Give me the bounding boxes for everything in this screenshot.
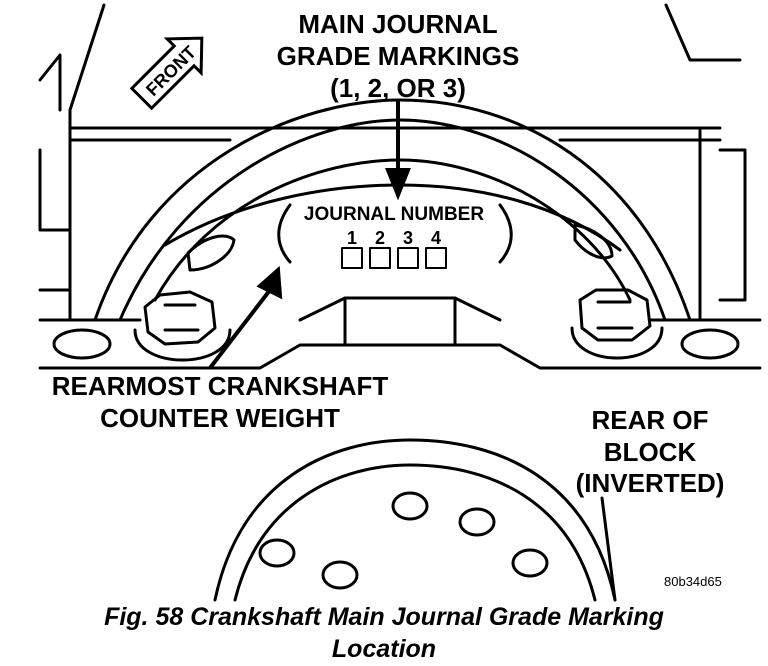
grade-markings-label-line1: MAIN JOURNAL bbox=[298, 9, 498, 39]
grade-box-1 bbox=[341, 247, 363, 269]
front-arrow bbox=[129, 36, 204, 111]
journal-number-label: JOURNAL NUMBER bbox=[303, 204, 485, 225]
flange-hole-5 bbox=[511, 548, 549, 578]
block-right-wall bbox=[664, 3, 742, 62]
counterweight-arrow bbox=[208, 265, 283, 370]
bolt-left-face bbox=[163, 303, 200, 332]
rear-of-block-label-line2: BLOCK bbox=[603, 437, 697, 467]
cap-rail-2 bbox=[38, 343, 762, 370]
bolt-left-head bbox=[143, 290, 217, 346]
counter-weight-label-line1: REARMOST CRANKSHAFT bbox=[51, 371, 389, 401]
journal-number-4: 4 bbox=[430, 228, 441, 248]
bolt-left-flange bbox=[133, 328, 232, 362]
cap-rail-3 bbox=[343, 296, 457, 347]
rear-of-block-label-line1: REAR OF bbox=[591, 405, 709, 435]
flange-hole-3 bbox=[391, 491, 429, 521]
rear-of-block-label-line3: (INVERTED) bbox=[575, 468, 725, 498]
flange-hole-1 bbox=[258, 538, 296, 568]
bolt-hole-right bbox=[573, 223, 614, 260]
bracket-right bbox=[498, 203, 513, 264]
lower-flange-inner bbox=[233, 463, 597, 602]
bolt-right-flange bbox=[570, 326, 664, 360]
rail-hole-left bbox=[52, 328, 112, 360]
lower-flange-outer bbox=[213, 438, 617, 602]
flange-hole-2 bbox=[321, 560, 359, 590]
grade-markings-label-line2: GRADE MARKINGS bbox=[276, 41, 520, 71]
grade-marking-arrow bbox=[385, 100, 411, 201]
block-left-wall bbox=[68, 3, 106, 322]
grade-box-4 bbox=[425, 247, 447, 269]
journal-number-1: 1 bbox=[346, 228, 357, 248]
grade-markings-label-line3: (1, 2, OR 3) bbox=[330, 73, 466, 103]
bolt-right-head bbox=[578, 288, 652, 342]
grade-box-3 bbox=[397, 247, 419, 269]
caption-line2: Location bbox=[331, 635, 437, 663]
rear-leader-line bbox=[600, 496, 617, 602]
block-left-inner bbox=[38, 53, 62, 112]
journal-number-3: 3 bbox=[402, 228, 413, 248]
journal-number-2: 2 bbox=[374, 228, 385, 248]
counter-weight-label-line2: COUNTER WEIGHT bbox=[100, 403, 340, 433]
left-ridge bbox=[38, 148, 72, 232]
bracket-left bbox=[277, 203, 292, 264]
right-ridge bbox=[718, 148, 747, 302]
grade-box-2 bbox=[369, 247, 391, 269]
cap-rail bbox=[38, 296, 762, 322]
caption-line1: Fig. 58 Crankshaft Main Journal Grade Ma… bbox=[104, 603, 664, 631]
bolt-hole-left bbox=[186, 234, 236, 272]
rail-hole-right bbox=[680, 328, 740, 360]
bolt-right-face bbox=[596, 300, 634, 330]
flange-hole-4 bbox=[458, 507, 496, 537]
figure-id: 80b34d65 bbox=[664, 574, 722, 589]
